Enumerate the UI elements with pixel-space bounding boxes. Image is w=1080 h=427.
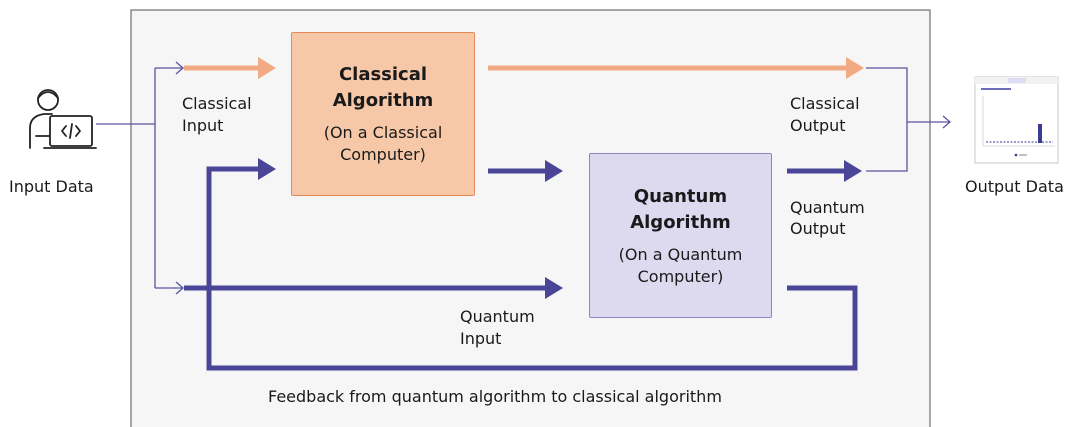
classical-input-label-line1: Classical xyxy=(182,94,252,113)
classical-to-quantum-arrow xyxy=(488,160,563,182)
quantum-input-arrow xyxy=(184,277,563,299)
feedback-label: Feedback from quantum algorithm to class… xyxy=(268,387,722,406)
quantum-output-label-line1: Quantum xyxy=(790,198,865,217)
developer-laptop-icon xyxy=(29,89,97,149)
quantum-algorithm-subtitle: (On a Quantum Computer) xyxy=(618,244,743,286)
output-data-label: Output Data xyxy=(965,177,1064,196)
classical-algorithm-box: Classical Algorithm (On a Classical Comp… xyxy=(291,32,475,196)
classical-algorithm-title: Classical Algorithm xyxy=(332,64,434,111)
quantum-input-label-line2: Input xyxy=(460,329,502,348)
quantum-algorithm-box: Quantum Algorithm (On a Quantum Computer… xyxy=(589,153,772,318)
classical-output-label-line2: Output xyxy=(790,116,846,135)
quantum-input-label-line1: Quantum xyxy=(460,307,535,326)
input-connector xyxy=(96,61,184,295)
classical-output-label-line1: Classical xyxy=(790,94,860,113)
quantum-algorithm-title: Quantum Algorithm xyxy=(630,185,731,233)
input-data-label: Input Data xyxy=(9,177,94,196)
classical-algorithm-subtitle: (On a Classical Computer) xyxy=(323,123,443,164)
classical-output-arrow xyxy=(488,57,864,79)
classical-input-arrow xyxy=(184,57,276,79)
quantum-output-label-line2: Output xyxy=(790,219,846,238)
output-connector xyxy=(866,67,951,172)
feedback-loop-arrow xyxy=(206,158,858,371)
classical-input-label-line2: Input xyxy=(182,116,224,135)
workflow-panel xyxy=(130,9,931,427)
output-chart-icon xyxy=(974,76,1059,164)
quantum-output-arrow xyxy=(787,160,862,182)
